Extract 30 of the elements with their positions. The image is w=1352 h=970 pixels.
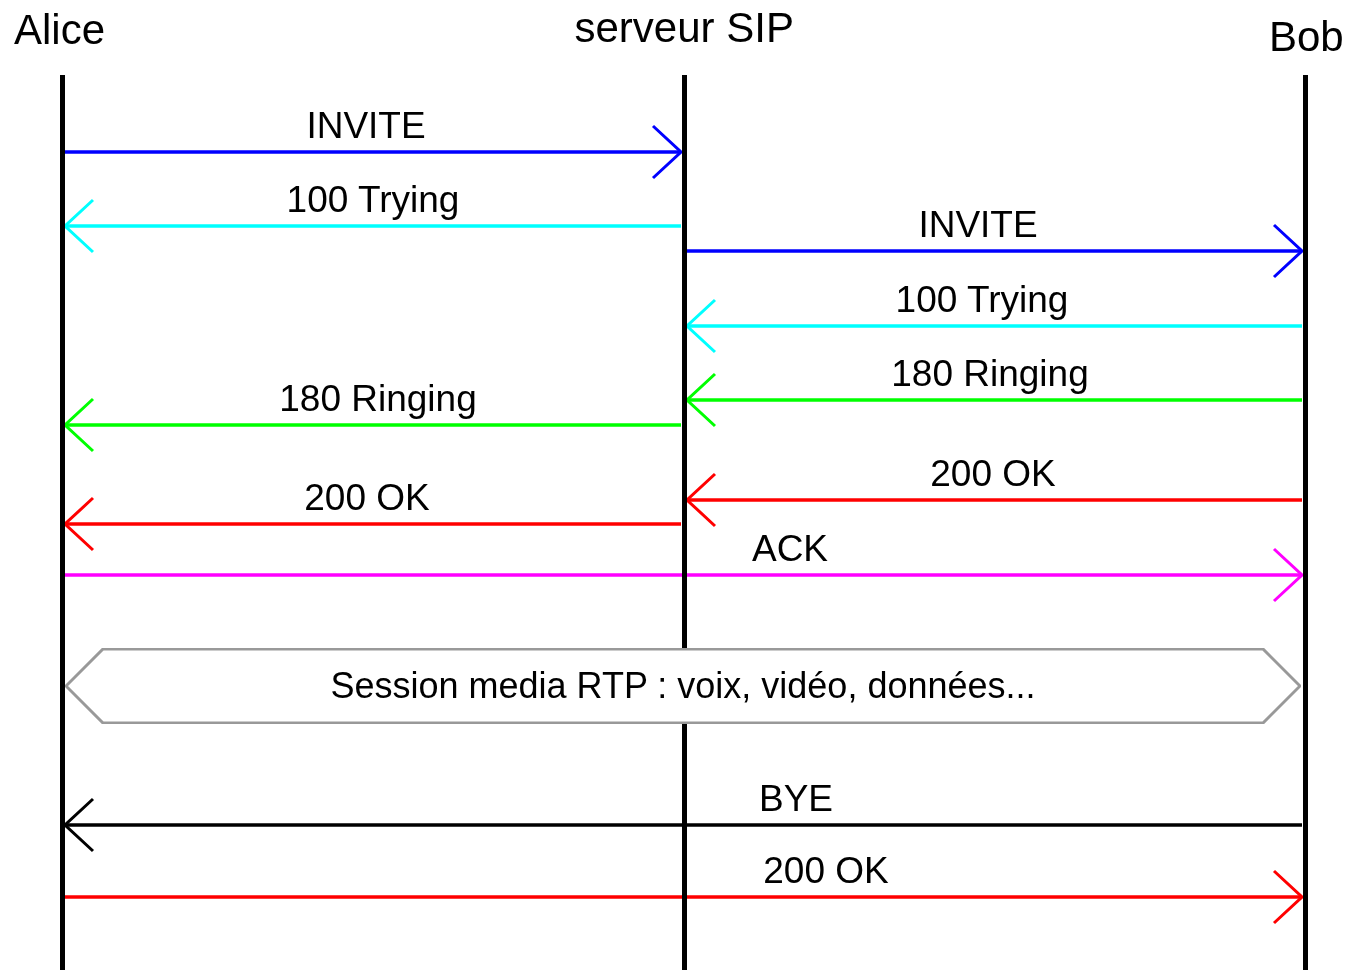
message-arrow <box>63 198 681 254</box>
message-arrow <box>65 547 1304 603</box>
message-arrow <box>63 397 681 453</box>
edge-label: BYE <box>759 779 833 819</box>
edge-label: INVITE <box>918 205 1038 245</box>
message-arrow <box>687 223 1304 279</box>
edge-label: 200 OK <box>763 851 889 891</box>
edge-label: 100 Trying <box>286 180 460 220</box>
message-arrow <box>685 372 1302 428</box>
edge-label: 200 OK <box>304 478 430 518</box>
participant-name: Bob <box>1269 13 1344 61</box>
session-band <box>65 648 1301 724</box>
message-arrow <box>65 124 683 180</box>
message-arrow <box>63 496 681 552</box>
lifeline <box>1302 75 1308 970</box>
lifeline <box>59 75 65 970</box>
message-arrow <box>685 472 1302 528</box>
message-arrow <box>63 797 1302 853</box>
edge-label: 200 OK <box>930 454 1056 494</box>
edge-label: 100 Trying <box>895 280 1069 320</box>
message-arrow <box>685 298 1302 354</box>
message-arrow <box>65 869 1304 925</box>
band-text: Session media RTP : voix, vidéo, données... <box>330 665 1036 707</box>
edge-label: 180 Ringing <box>279 379 477 419</box>
edge-label: 180 Ringing <box>891 354 1089 394</box>
edge-label: ACK <box>751 529 829 569</box>
participant-name: serveur SIP <box>574 4 794 52</box>
lifeline <box>681 75 687 648</box>
participant-name: Alice <box>14 6 106 54</box>
edge-label: INVITE <box>306 106 426 146</box>
